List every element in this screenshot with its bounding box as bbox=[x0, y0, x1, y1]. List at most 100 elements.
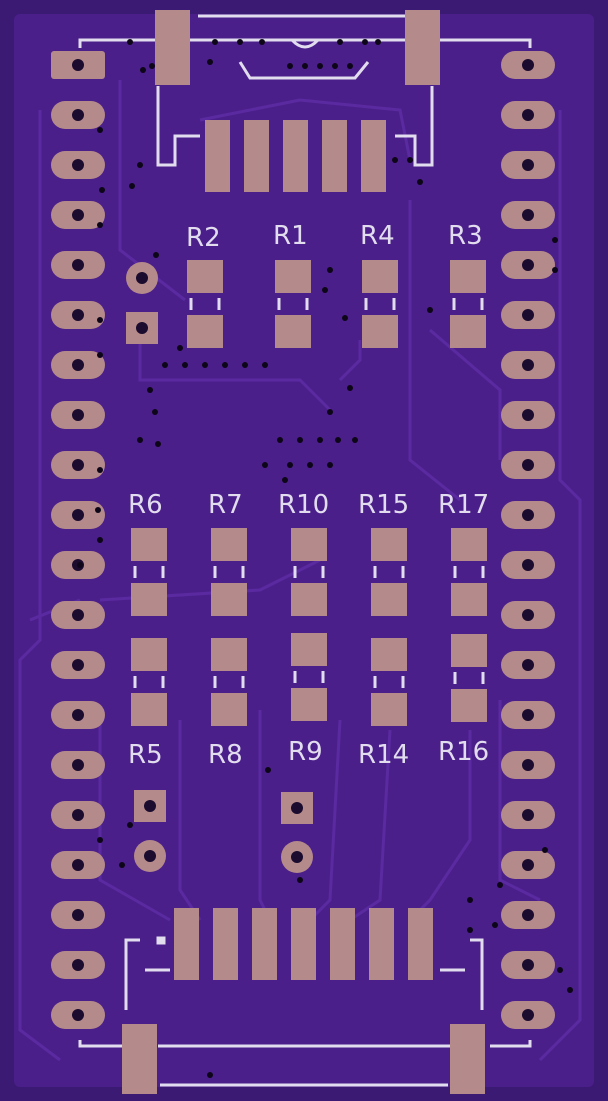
resistor-pad bbox=[187, 260, 223, 293]
via bbox=[392, 157, 398, 163]
bottom-pin bbox=[291, 908, 316, 980]
resistor-pad bbox=[211, 638, 247, 671]
label-r10: R10 bbox=[278, 490, 329, 520]
resistor-pad bbox=[371, 583, 407, 616]
via bbox=[259, 39, 265, 45]
bottom-pin bbox=[174, 908, 199, 980]
header-pin-hole bbox=[522, 509, 534, 521]
through-hole-pads bbox=[126, 262, 313, 873]
left-header-pins bbox=[51, 51, 105, 1029]
via bbox=[95, 507, 101, 513]
top-pin bbox=[361, 120, 386, 192]
resistor-pad bbox=[275, 260, 311, 293]
via bbox=[497, 882, 503, 888]
header-pin-hole bbox=[522, 259, 534, 271]
header-pin-hole bbox=[72, 459, 84, 471]
via bbox=[297, 877, 303, 883]
via bbox=[347, 63, 353, 69]
header-pin-hole bbox=[72, 959, 84, 971]
header-pin-hole bbox=[522, 659, 534, 671]
via bbox=[207, 1072, 213, 1078]
resistor-pad bbox=[187, 315, 223, 348]
via bbox=[262, 362, 268, 368]
header-pin-hole bbox=[72, 259, 84, 271]
via bbox=[212, 39, 218, 45]
via bbox=[335, 437, 341, 443]
header-pin-hole bbox=[72, 409, 84, 421]
via bbox=[140, 67, 146, 73]
via bbox=[417, 179, 423, 185]
header-pin-hole bbox=[522, 409, 534, 421]
via bbox=[202, 362, 208, 368]
via bbox=[375, 39, 381, 45]
via bbox=[557, 967, 563, 973]
via bbox=[162, 362, 168, 368]
resistor-pad bbox=[362, 315, 398, 348]
silkscreen-labels: R2 R1 R4 R3 R6 R7 R10 R15 R17 R5 R8 R9 R… bbox=[128, 221, 489, 770]
resistor-pad bbox=[291, 688, 327, 721]
via bbox=[237, 39, 243, 45]
label-r17: R17 bbox=[438, 490, 489, 520]
via bbox=[322, 287, 328, 293]
resistor-pad bbox=[451, 583, 487, 616]
via bbox=[332, 63, 338, 69]
via bbox=[552, 267, 558, 273]
bottom-pin bbox=[330, 908, 355, 980]
via bbox=[265, 767, 271, 773]
via bbox=[342, 315, 348, 321]
header-pin-hole bbox=[72, 509, 84, 521]
via bbox=[149, 63, 155, 69]
top-connector-pins bbox=[205, 120, 386, 192]
resistor-pad bbox=[450, 315, 486, 348]
label-r9: R9 bbox=[288, 737, 323, 767]
resistor-pad bbox=[211, 693, 247, 726]
via bbox=[427, 307, 433, 313]
header-pin-hole bbox=[72, 859, 84, 871]
via bbox=[282, 477, 288, 483]
header-pin-hole bbox=[72, 809, 84, 821]
bottom-pin bbox=[408, 908, 433, 980]
label-r3: R3 bbox=[448, 221, 483, 251]
via bbox=[567, 987, 573, 993]
via bbox=[129, 183, 135, 189]
header-pin-hole bbox=[522, 709, 534, 721]
header-pin-hole bbox=[522, 459, 534, 471]
resistor-pad bbox=[211, 583, 247, 616]
bottom-connector-pins bbox=[174, 908, 433, 980]
via bbox=[155, 441, 161, 447]
via bbox=[152, 409, 158, 415]
top-left-mount-pad bbox=[155, 10, 190, 85]
via bbox=[302, 63, 308, 69]
via bbox=[97, 467, 103, 473]
header-pin-hole bbox=[72, 309, 84, 321]
header-pin-hole bbox=[72, 209, 84, 221]
via bbox=[97, 837, 103, 843]
header-pin-hole bbox=[72, 1009, 84, 1021]
via bbox=[327, 409, 333, 415]
header-pin-hole bbox=[522, 59, 534, 71]
resistor-pad bbox=[362, 260, 398, 293]
resistor-pad bbox=[275, 315, 311, 348]
via bbox=[207, 59, 213, 65]
resistor-pad bbox=[291, 633, 327, 666]
header-pin-hole bbox=[522, 359, 534, 371]
via bbox=[492, 922, 498, 928]
bottom-pin bbox=[369, 908, 394, 980]
vias bbox=[77, 39, 573, 1078]
via bbox=[552, 237, 558, 243]
via bbox=[222, 362, 228, 368]
resistor-pad bbox=[371, 528, 407, 561]
via bbox=[297, 437, 303, 443]
connector-mounting-pads bbox=[122, 10, 485, 1094]
header-pin-hole bbox=[522, 909, 534, 921]
via bbox=[542, 847, 548, 853]
top-right-mount-pad bbox=[405, 10, 440, 85]
header-pin-hole bbox=[522, 809, 534, 821]
top-pin bbox=[322, 120, 347, 192]
header-pin-hole bbox=[72, 909, 84, 921]
via bbox=[287, 63, 293, 69]
label-r6: R6 bbox=[128, 490, 163, 520]
resistor-pad bbox=[450, 260, 486, 293]
